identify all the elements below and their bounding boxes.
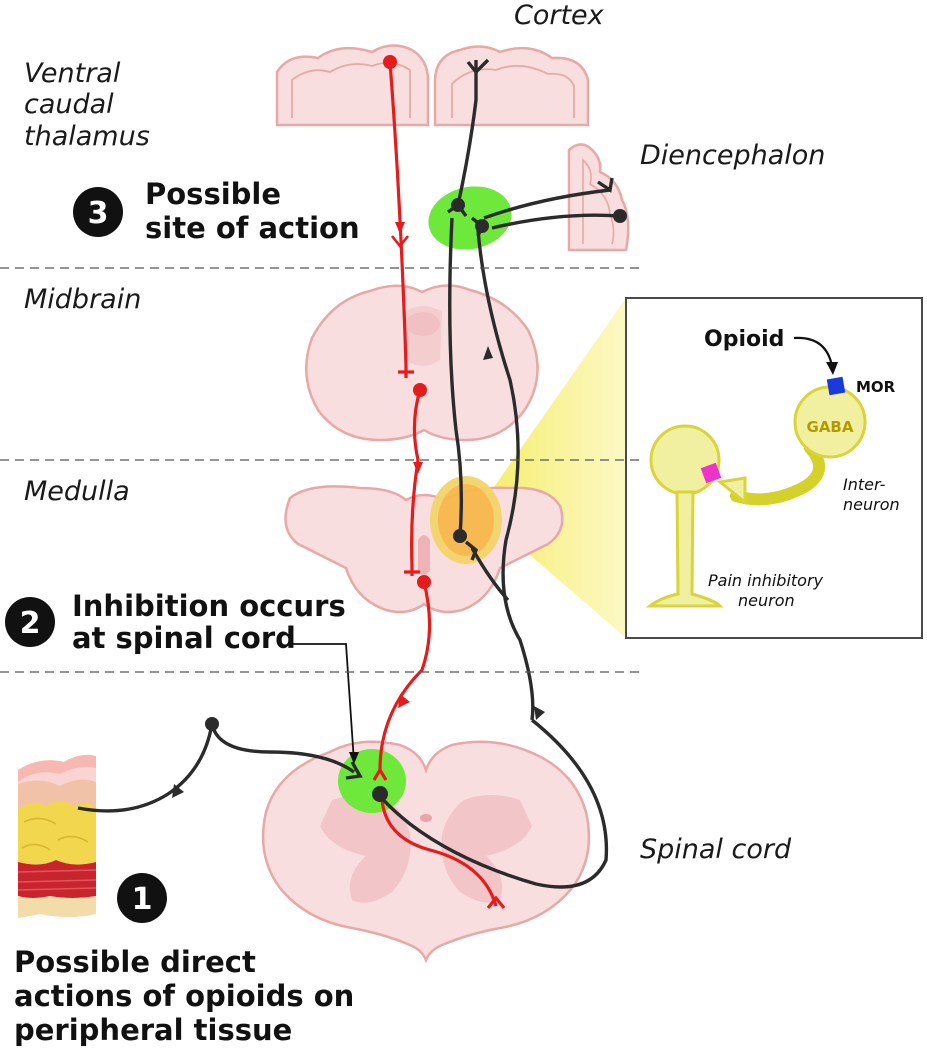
callout-3-line2: site of action xyxy=(145,211,360,245)
callout-3-badge xyxy=(73,187,123,237)
callout-1-line2: actions of opioids on xyxy=(14,979,354,1013)
callout-2-pointer xyxy=(290,643,355,763)
synapse-receptor-icon xyxy=(700,462,722,484)
inset-interneuron-2: neuron xyxy=(843,495,900,514)
label-ventral-2: caudal xyxy=(24,89,114,120)
callout-3-number: 3 xyxy=(88,196,109,231)
pain-inhibitory-neuron xyxy=(645,424,724,608)
zoom-beam xyxy=(478,298,626,638)
midbrain-shape xyxy=(305,284,539,442)
modulatory-pathways xyxy=(77,58,627,889)
callout-2-line1: Inhibition occurs xyxy=(72,589,346,623)
callout-2-number: 2 xyxy=(20,606,41,641)
inset-gaba-label: GABA xyxy=(807,418,854,436)
label-diencephalon: Diencephalon xyxy=(640,140,825,171)
inset-pain-1: Pain inhibitory xyxy=(708,571,824,590)
label-cortex: Cortex xyxy=(514,0,605,31)
opioid-arrow xyxy=(793,336,834,367)
callout-1-line1: Possible direct xyxy=(14,945,256,979)
label-ventral-1: Ventral xyxy=(24,58,121,89)
cortex-shape xyxy=(275,44,590,127)
diencephalon-shape xyxy=(567,143,630,252)
label-midbrain: Midbrain xyxy=(24,284,141,315)
inset-mor-label: MOR xyxy=(856,378,896,396)
thalamus-site-highlight xyxy=(428,186,512,250)
peripheral-tissue-block xyxy=(17,754,97,918)
callout-3-line1: Possible xyxy=(145,177,281,211)
callout-1-badge xyxy=(117,873,167,923)
callout-1-number: 1 xyxy=(132,882,153,917)
label-spinal-cord: Spinal cord xyxy=(640,834,792,865)
spinal-site-highlight xyxy=(338,749,406,813)
callout-2-line2: at spinal cord xyxy=(72,621,296,655)
inset-pain-2: neuron xyxy=(738,591,795,610)
ascending-pain-pathway xyxy=(372,55,506,909)
mor-receptor-icon xyxy=(826,376,846,396)
interneuron xyxy=(716,385,867,506)
label-ventral-3: thalamus xyxy=(24,121,150,152)
callout-2-badge xyxy=(5,597,55,647)
inset-interneuron-1: Inter- xyxy=(843,475,886,494)
spinal-cord-shape xyxy=(261,740,591,964)
callout-1-line3: peripheral tissue xyxy=(14,1013,292,1047)
inset-opioid-label: Opioid xyxy=(704,327,784,352)
label-medulla: Medulla xyxy=(24,476,130,507)
medulla-nucleus xyxy=(430,476,502,564)
